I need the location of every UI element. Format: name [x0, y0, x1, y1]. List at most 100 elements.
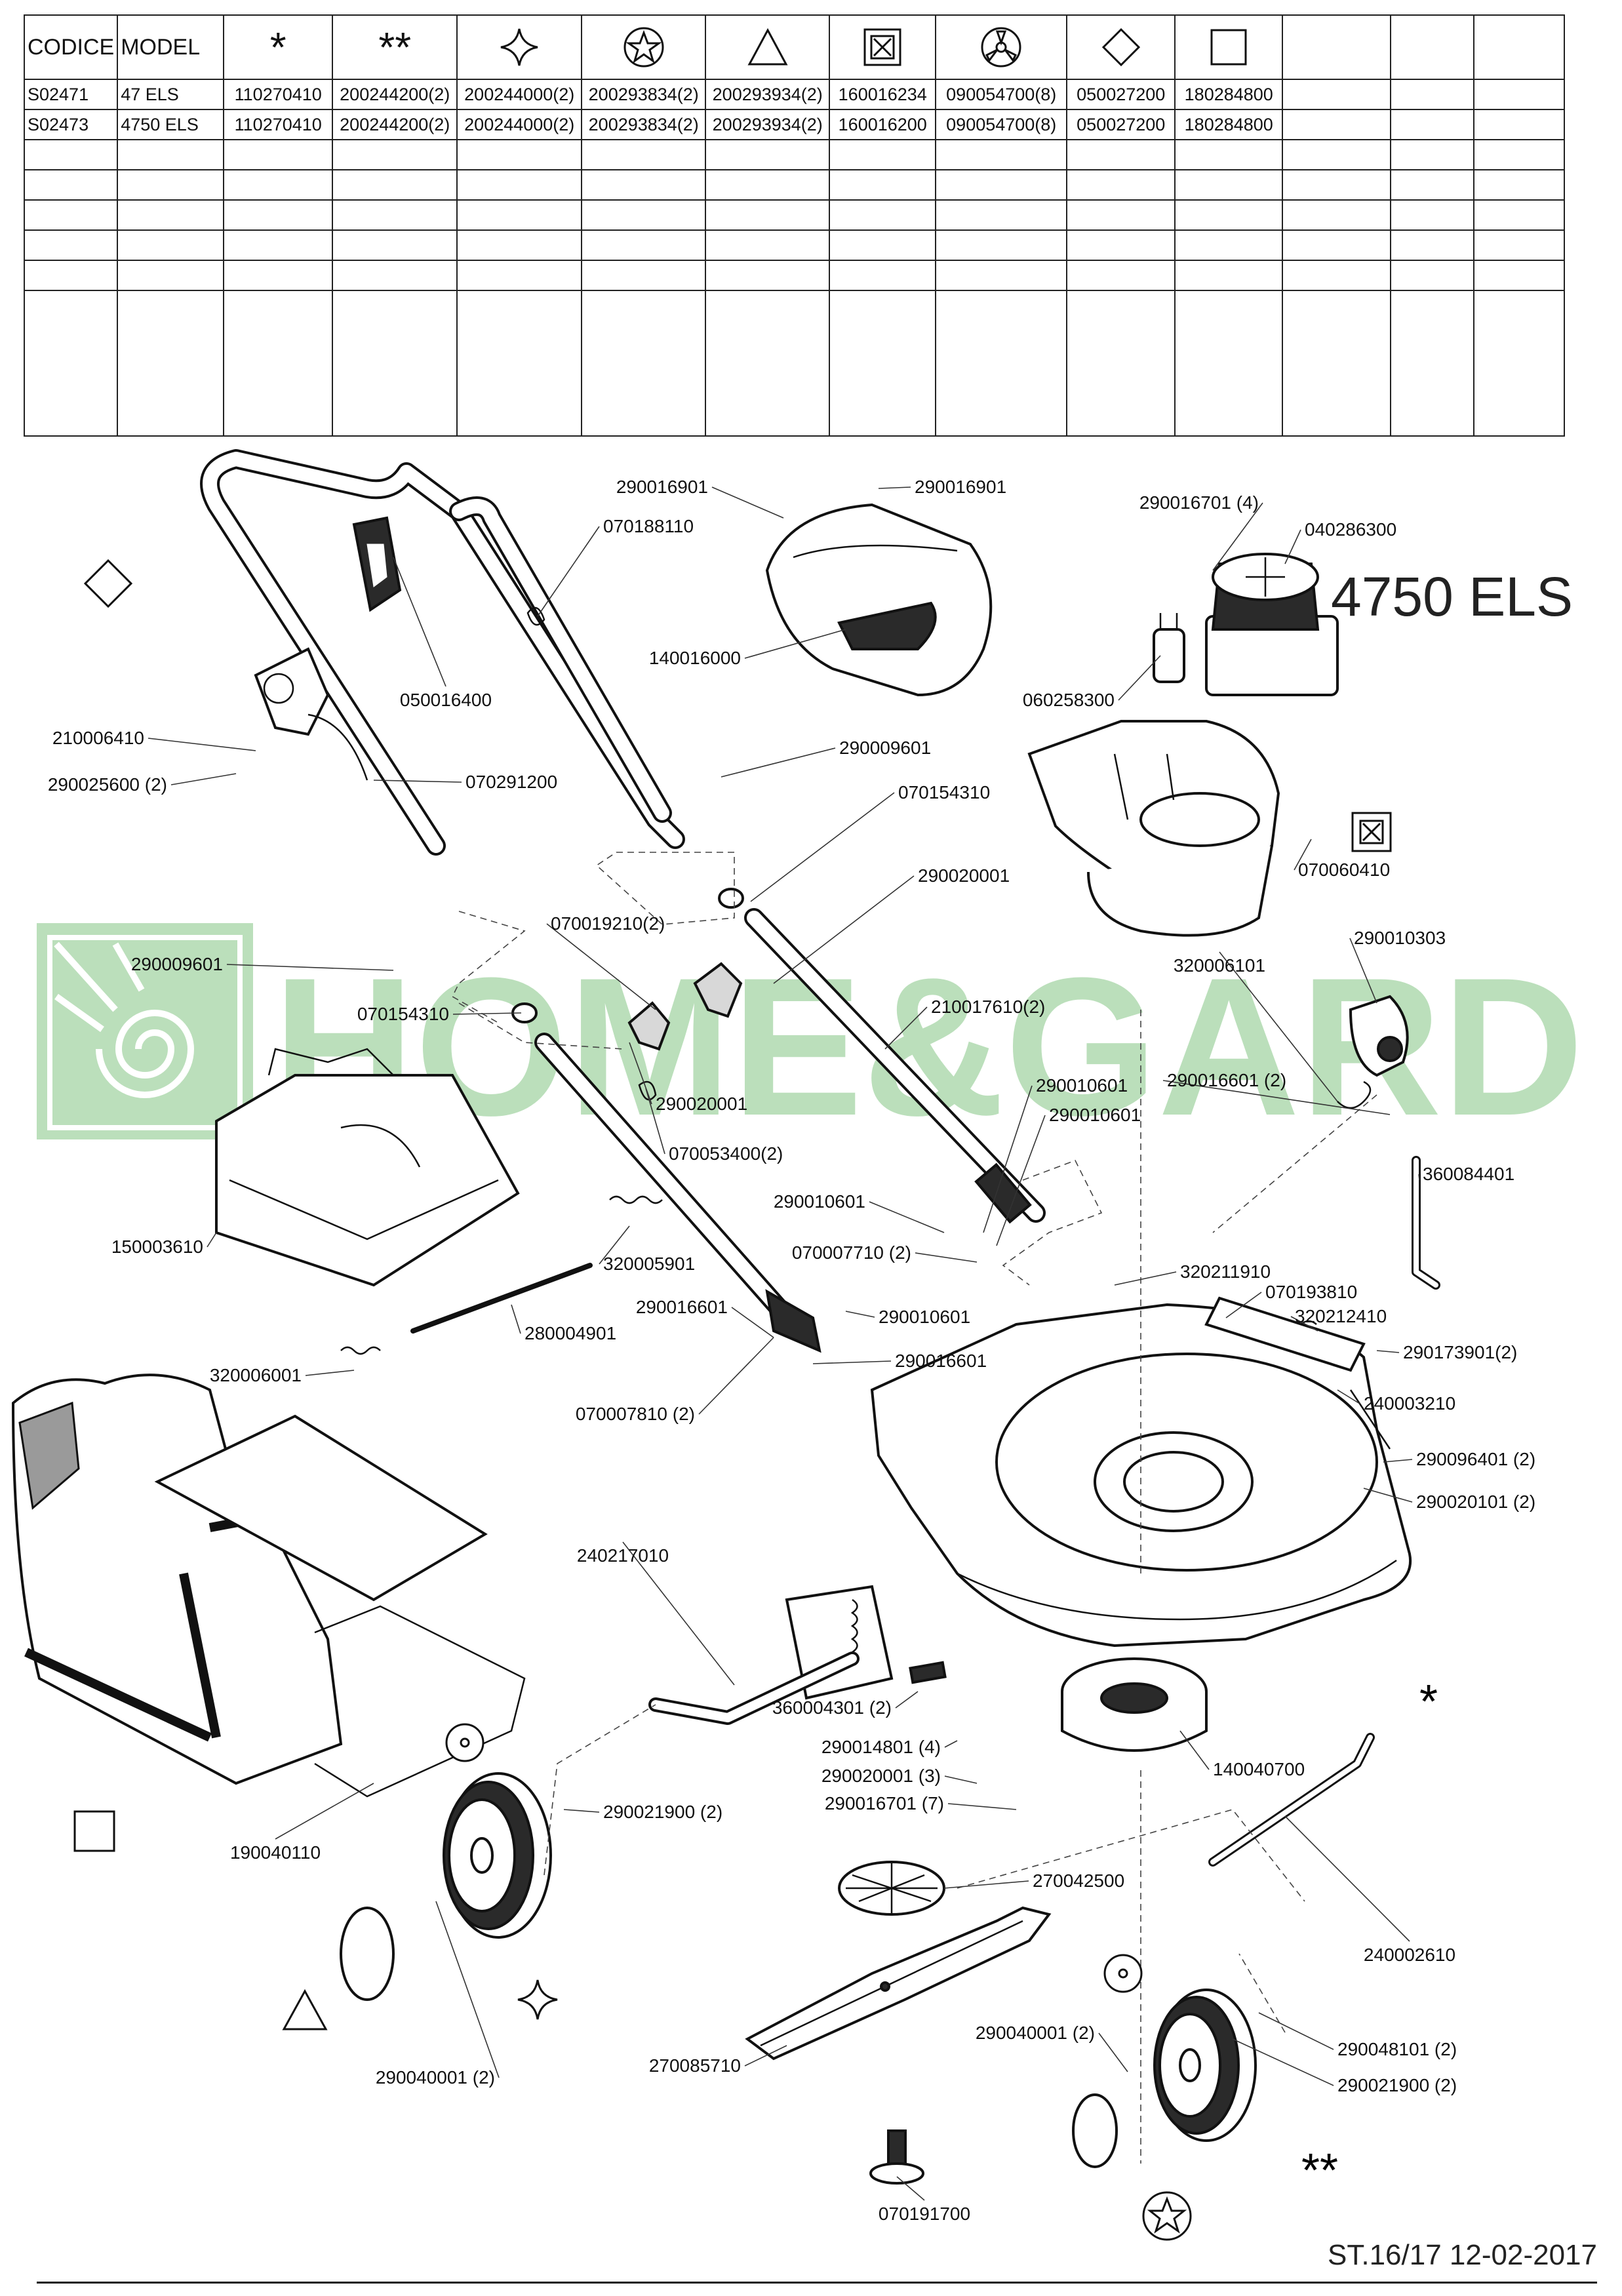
cooling-fan	[838, 1861, 945, 1916]
star-in-circle-icon	[623, 27, 664, 68]
header-codice: CODICE	[23, 14, 119, 80]
handle-clip	[352, 516, 402, 612]
leader-line	[1118, 655, 1161, 701]
leader-line	[698, 1337, 774, 1415]
leader-line	[750, 792, 895, 902]
part-number-label: 320212410	[1295, 1306, 1387, 1326]
four-point-star-icon	[500, 28, 538, 66]
header-square-cross-symbol	[829, 14, 937, 80]
codice-cell: S02473	[23, 109, 119, 140]
leader-line	[1162, 1080, 1391, 1115]
table-row-empty	[23, 290, 1566, 437]
part-number-label: 280004901	[524, 1323, 616, 1343]
leader-line	[629, 1042, 652, 1105]
leader-line	[148, 738, 256, 751]
rear-flap-pivot	[1337, 995, 1440, 1290]
rear-axle	[1208, 1733, 1375, 1867]
part-number-label: 150003610	[111, 1237, 203, 1257]
part-number-label: 290009601	[839, 738, 931, 758]
leader-line	[884, 1006, 928, 1050]
part-code-cell: 050027200	[1066, 79, 1176, 110]
leader-line	[1290, 1316, 1318, 1332]
part-code-cell: 160016234	[829, 79, 937, 110]
model-cell: 47 ELS	[117, 79, 225, 110]
leader-line	[1383, 1459, 1413, 1463]
part-number-label: 070193810	[1265, 1282, 1357, 1302]
leader-line	[207, 1232, 217, 1248]
leader-line	[546, 923, 656, 1010]
part-number-label: 320211910	[1180, 1261, 1271, 1282]
leader-line	[1363, 1488, 1413, 1503]
part-code-cell: 200244000(2)	[456, 109, 583, 140]
leader-line	[170, 773, 237, 785]
empty-cell	[1282, 79, 1392, 110]
part-number-label: 290020001	[918, 865, 1010, 886]
empty-cell	[1390, 109, 1475, 140]
double-asterisk-marker: **	[1301, 2145, 1338, 2197]
capacitor	[1153, 613, 1185, 683]
leader-line	[1219, 951, 1338, 1102]
leader-line	[996, 1115, 1046, 1246]
codice-cell: S02471	[23, 79, 119, 110]
part-number-label: 320005901	[603, 1254, 695, 1274]
part-code-cell: 200293834(2)	[581, 109, 707, 140]
leader-line	[812, 1360, 892, 1364]
leader-line	[1376, 1350, 1400, 1353]
leader-line	[1284, 529, 1301, 564]
diamond-icon	[1101, 28, 1140, 67]
footer-reference: ST.16/17 12-02-2017	[1328, 2239, 1597, 2271]
wheel-hub-icon	[445, 1723, 485, 1762]
part-number-label: 070007710 (2)	[792, 1242, 911, 1263]
part-number-label: 290010303	[1354, 928, 1446, 948]
empty-cell	[1390, 79, 1475, 110]
rear-wheel	[1153, 1989, 1257, 2142]
hubcaps	[340, 1907, 1118, 2168]
leader-line	[1179, 1730, 1210, 1770]
empty-cell	[1473, 109, 1566, 140]
motor-housing	[1027, 720, 1280, 937]
table-header-row: CODICE MODEL * **	[23, 14, 1566, 80]
part-number-label: 290173901(2)	[1403, 1342, 1517, 1362]
part-number-label: 290021900 (2)	[603, 1802, 722, 1822]
table-row-empty	[23, 169, 1566, 201]
part-number-label: 290016901	[915, 477, 1006, 497]
part-code-cell: 090054700(8)	[935, 109, 1068, 140]
leader-line	[1294, 839, 1312, 871]
part-number-label: 290016901	[616, 477, 708, 497]
header-empty-2	[1390, 14, 1475, 80]
leader-line	[869, 1201, 945, 1233]
part-number-label: 290010601	[774, 1191, 865, 1212]
leader-line	[275, 1783, 374, 1840]
header-square-symbol	[1174, 14, 1284, 80]
part-number-label: 070019210(2)	[551, 913, 665, 934]
part-number-label: 290010601	[1036, 1075, 1128, 1096]
leader-line	[731, 1307, 774, 1338]
part-number-label: 070154310	[357, 1004, 449, 1024]
handle-upper-left	[200, 449, 685, 856]
leader-line	[915, 1252, 978, 1263]
part-code-cell: 200244000(2)	[456, 79, 583, 110]
leader-line	[944, 1740, 958, 1748]
front-wheel	[443, 1772, 552, 1939]
part-number-label: 060258300	[1023, 690, 1115, 710]
part-number-label: 290020001 (3)	[821, 1766, 941, 1786]
part-code-cell: 200293934(2)	[705, 79, 831, 110]
header-diamond-symbol	[1066, 14, 1176, 80]
leader-line	[947, 1803, 1017, 1810]
leader-line	[895, 1691, 919, 1709]
leader-line	[845, 1311, 875, 1318]
leader-line	[1232, 2038, 1334, 2086]
asterisk-marker: *	[1419, 1676, 1438, 1728]
part-number-label: 290010601	[879, 1307, 970, 1327]
empty-cell	[1282, 109, 1392, 140]
part-number-label: 040286300	[1305, 519, 1396, 540]
diagram-symbols	[73, 559, 1392, 2241]
square-icon	[1210, 29, 1247, 66]
table-row-empty	[23, 260, 1566, 291]
table-row: S02473 4750 ELS 110270410 200244200(2) 2…	[23, 109, 1566, 140]
leader-line	[1098, 2032, 1128, 2072]
part-code-cell: 110270410	[223, 79, 334, 110]
model-title: 4750 ELS	[1331, 566, 1573, 627]
part-number-label: 290014801 (4)	[821, 1737, 941, 1757]
part-number-label: 190040110	[230, 1842, 321, 1863]
